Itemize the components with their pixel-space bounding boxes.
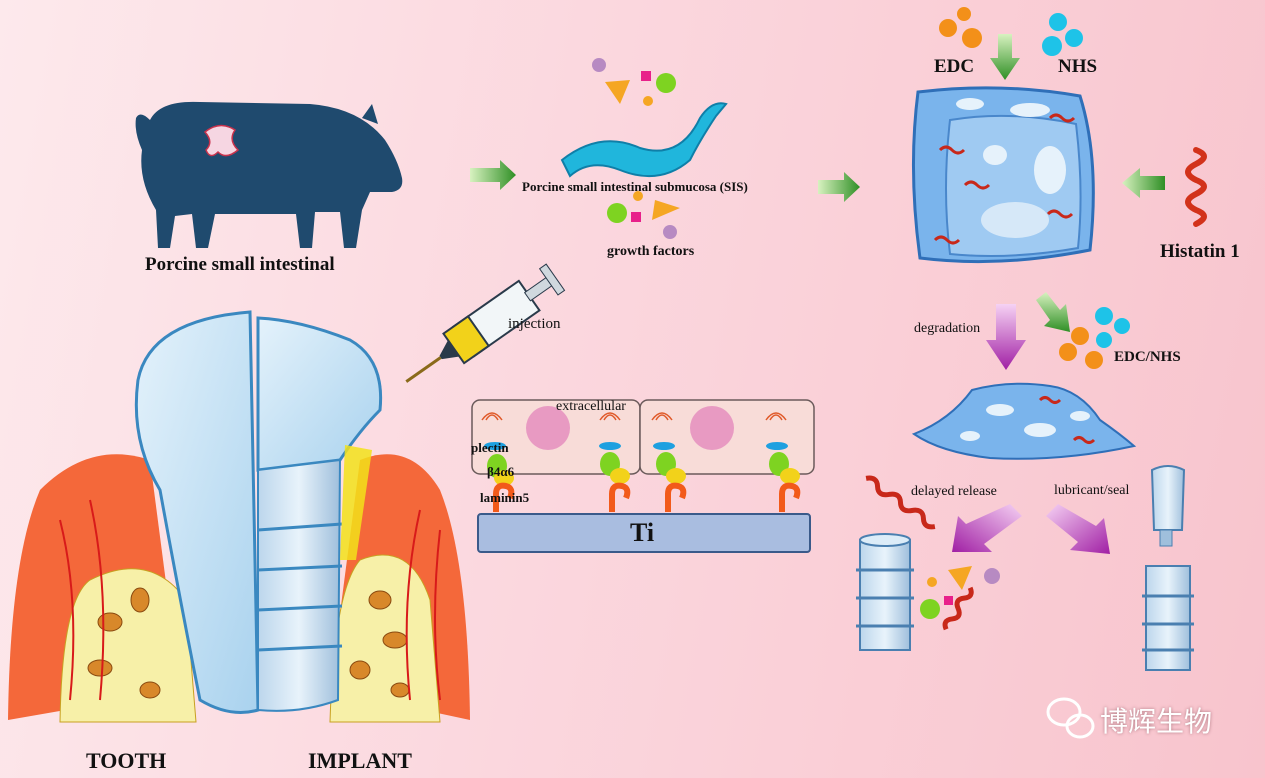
label-pig: Porcine small intestinal	[145, 254, 335, 275]
cell-junction-panel	[471, 399, 815, 512]
arrow-edc-nhs-release	[1036, 292, 1070, 332]
label-extracellular: extracellular	[556, 399, 626, 414]
degraded-scaffold	[911, 382, 1137, 460]
label-sis: Porcine small intestinal submucosa (SIS)	[522, 179, 748, 194]
nhs-dots	[1042, 13, 1083, 56]
arrow-pig-to-sis	[470, 160, 516, 190]
label-integrin: β4α6	[487, 464, 515, 479]
label-ti: Ti	[630, 518, 655, 547]
arrow-lubricant-seal	[1046, 504, 1110, 554]
label-lubricant-seal: lubricant/seal	[1054, 483, 1130, 498]
growth-factor-particles-top	[592, 58, 676, 106]
label-histatin: Histatin 1	[1160, 241, 1240, 262]
label-degradation: degradation	[914, 321, 981, 336]
label-nhs: NHS	[1058, 56, 1098, 77]
growth-factor-particles-bottom	[607, 191, 680, 239]
tooth-implant-illustration	[8, 310, 470, 723]
implant-with-abutment	[1142, 465, 1194, 671]
label-plectin: plectin	[471, 440, 509, 455]
label-edc: EDC	[934, 56, 975, 77]
watermark: 博辉生物	[1100, 705, 1213, 738]
arrow-sis-to-scaffold	[818, 172, 860, 202]
label-delayed-release: delayed release	[911, 484, 997, 499]
edc-dots	[939, 7, 982, 48]
syringe-illustration	[405, 263, 566, 383]
label-edc-nhs: EDC/NHS	[1114, 349, 1181, 365]
released-histatin-right	[942, 586, 974, 631]
released-histatin-left	[865, 475, 936, 530]
sis-tube-illustration	[560, 102, 728, 178]
arrow-crosslink-down	[990, 34, 1020, 80]
pig-illustration	[135, 101, 403, 249]
label-growth-factors: growth factors	[607, 244, 695, 259]
titanium-surface-bar	[477, 513, 811, 553]
edc-nhs-dots	[1059, 307, 1130, 369]
histatin-helix	[1185, 147, 1207, 227]
label-injection: injection	[508, 316, 561, 332]
arrow-degradation	[986, 304, 1026, 370]
wechat-icon	[1046, 697, 1095, 739]
label-tooth: TOOTH	[86, 748, 167, 773]
arrow-delayed-release	[952, 504, 1022, 552]
sis-scaffold-cube	[911, 86, 1095, 264]
label-laminin: laminin5	[480, 490, 530, 505]
released-growth-factors	[920, 566, 1000, 619]
label-implant: IMPLANT	[308, 748, 412, 773]
implant-body-left	[856, 533, 914, 651]
arrow-histatin-to-scaffold	[1122, 168, 1165, 198]
